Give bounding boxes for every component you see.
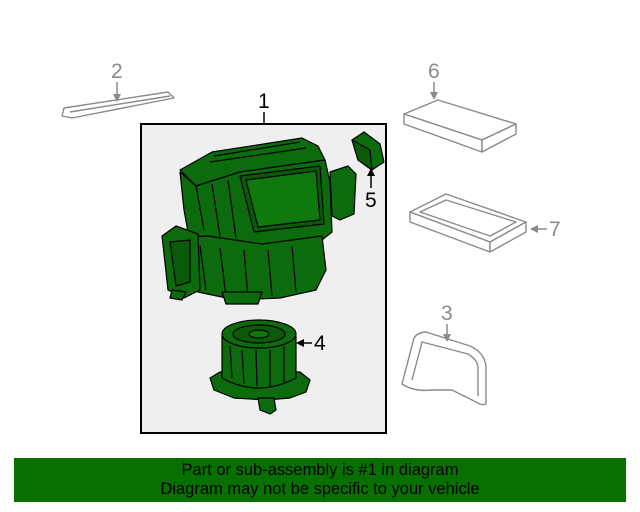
banner-line-1: Part or sub-assembly is #1 in diagram xyxy=(181,461,459,479)
callout-5-arrow xyxy=(367,168,375,176)
banner-line-2: Diagram may not be specific to your vehi… xyxy=(160,480,480,498)
blower-motor-part-4[interactable] xyxy=(209,319,311,415)
filter-part-6[interactable] xyxy=(403,99,517,153)
callout-3-arrow xyxy=(443,334,451,342)
filter-part-7[interactable] xyxy=(409,193,527,253)
callout-6[interactable]: 6 xyxy=(428,60,440,83)
callout-2-arrow xyxy=(113,94,121,102)
callout-3[interactable]: 3 xyxy=(441,302,453,325)
callout-4-arrow xyxy=(296,339,304,347)
callout-2[interactable]: 2 xyxy=(111,60,123,83)
callout-7[interactable]: 7 xyxy=(549,218,561,241)
info-banner: Part or sub-assembly is #1 in diagram Di… xyxy=(14,458,626,502)
seal-strip-part-2[interactable] xyxy=(61,91,175,119)
callout-1[interactable]: 1 xyxy=(258,90,270,113)
callout-4[interactable]: 4 xyxy=(314,332,326,355)
cover-part-3[interactable] xyxy=(401,331,487,406)
callout-6-arrow xyxy=(430,92,438,100)
actuator-part-5[interactable] xyxy=(351,131,385,171)
callout-7-arrow xyxy=(530,225,538,233)
callout-5[interactable]: 5 xyxy=(365,189,377,212)
blower-housing-part[interactable] xyxy=(161,137,357,305)
